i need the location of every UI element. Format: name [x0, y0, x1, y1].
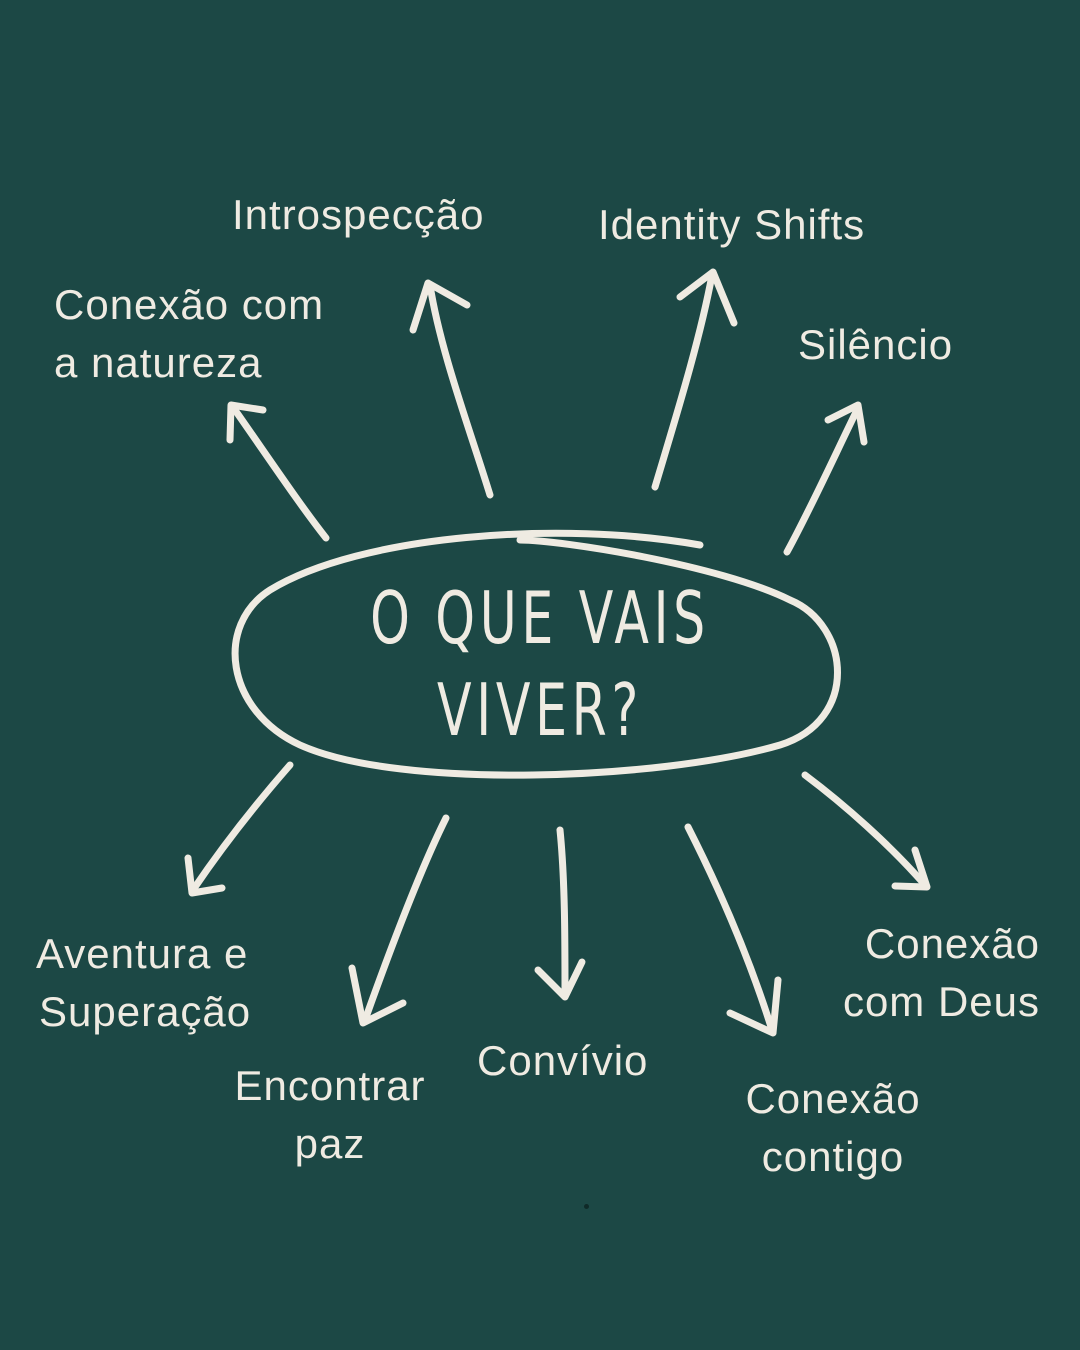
label-silencio-line-1: Silêncio	[798, 321, 954, 368]
label-conexao-deus: Conexão com Deus	[818, 915, 1040, 1031]
label-silencio: Silêncio	[798, 316, 953, 374]
label-conexao-natureza-line-1: Conexão com	[54, 281, 325, 328]
arrow-to-introspeccao	[426, 281, 494, 499]
label-aventura-line-2: Superação	[39, 988, 252, 1035]
arrowhead-identity	[676, 268, 738, 327]
label-introspeccao-line-1: Introspecção	[232, 191, 485, 238]
label-aventura-line-1: Aventura e	[36, 930, 249, 977]
arrowhead-deus	[891, 846, 931, 891]
arrowhead-contigo	[726, 976, 782, 1037]
label-convivio-line-1: Convívio	[477, 1037, 649, 1084]
label-conexao-contigo-line-1: Conexão	[745, 1075, 921, 1122]
arrowhead-silencio	[824, 401, 868, 446]
label-aventura: Aventura e Superação	[36, 925, 251, 1041]
arrow-to-convivio	[556, 826, 569, 999]
label-encontrar-paz: Encontrar paz	[223, 1057, 437, 1173]
label-conexao-deus-line-1: Conexão	[864, 920, 1040, 967]
small-dot	[584, 1204, 589, 1209]
label-conexao-natureza-line-2: a natureza	[54, 339, 263, 386]
arrow-to-encontrar	[361, 814, 450, 1024]
label-conexao-contigo-line-2: contigo	[761, 1133, 905, 1180]
label-encontrar-paz-line-1: Encontrar	[234, 1062, 426, 1109]
label-conexao-natureza: Conexão com a natureza	[54, 276, 324, 392]
arrow-to-identity	[651, 271, 716, 491]
center-oval	[231, 529, 841, 779]
label-identity-shifts: Identity Shifts	[598, 196, 865, 254]
label-identity-shifts-line-1: Identity Shifts	[598, 201, 866, 248]
arrow-to-silencio	[783, 406, 861, 556]
label-introspeccao: Introspecção	[232, 186, 484, 244]
arrowhead-encontrar	[348, 964, 407, 1027]
arrow-to-natureza	[231, 406, 330, 542]
label-conexao-contigo: Conexão contigo	[738, 1070, 928, 1186]
arrow-to-aventura	[189, 761, 294, 894]
label-conexao-deus-line-2: com Deus	[842, 978, 1040, 1025]
arrowhead-introspeccao	[409, 279, 471, 334]
label-encontrar-paz-line-2: paz	[294, 1120, 366, 1167]
label-convivio: Convívio	[477, 1032, 648, 1090]
arrow-to-deus	[801, 771, 929, 889]
center-question-line-1: O QUE VAIS	[370, 576, 710, 660]
center-question-line-2: VIVER?	[437, 668, 643, 752]
arrow-to-contigo	[684, 823, 776, 1034]
arrowhead-natureza	[226, 401, 267, 444]
arrowhead-convivio	[534, 958, 586, 1001]
arrowhead-aventura	[184, 854, 226, 897]
center-question: O QUE VAIS VIVER?	[353, 572, 727, 756]
